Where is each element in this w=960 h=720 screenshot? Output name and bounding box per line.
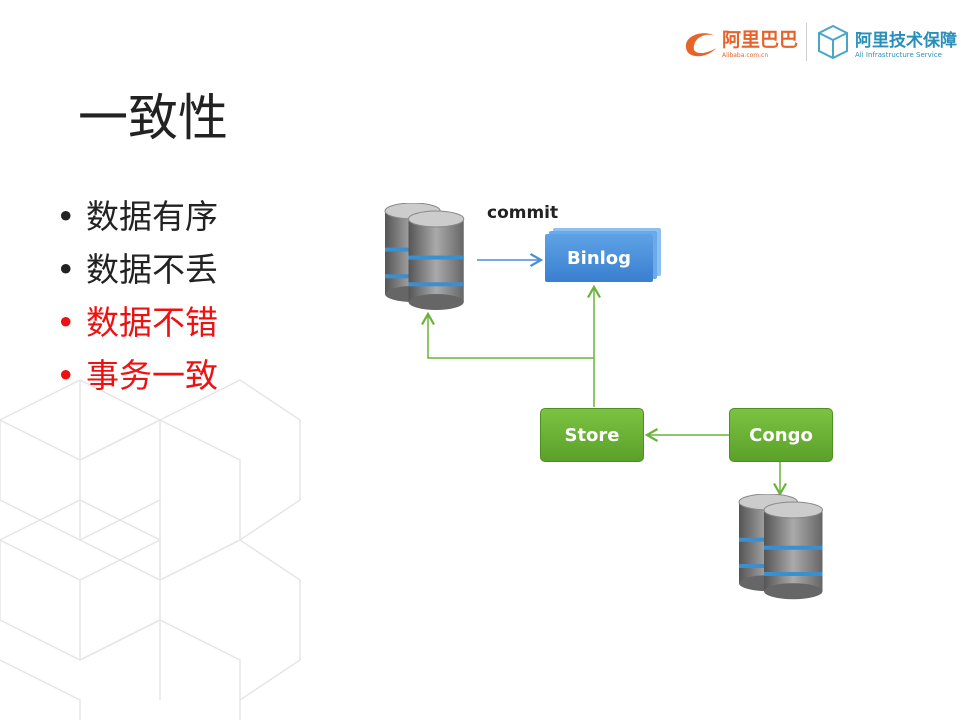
header-logos: 阿里巴巴 Alibaba.com.cn 阿里技术保障 Ali Infrastru… [680, 22, 957, 62]
source-database-icon [384, 203, 465, 310]
binlog-box: Binlog [545, 234, 653, 282]
infra-cn: 阿里技术保障 [855, 30, 958, 51]
bullet-item: • 数据不错 [56, 303, 218, 342]
alibaba-cn: 阿里巴巴 [722, 29, 799, 51]
alibaba-en: Alibaba.com.cn [722, 52, 769, 59]
commit-label: commit [487, 203, 559, 223]
bullet-item: • 事务一致 [56, 356, 218, 395]
bullet-item: • 数据有序 [56, 197, 218, 236]
infra-en: Ali Infrastructure Service [855, 50, 942, 59]
congo-box: Congo [729, 408, 833, 462]
target-database-icon [738, 494, 823, 600]
bullet-item: • 数据不丢 [56, 250, 218, 289]
store-to-db-arrow [421, 311, 594, 359]
alibaba-logo-icon [685, 33, 716, 57]
store-box: Store [540, 408, 644, 462]
infra-cube-logo-icon [818, 24, 849, 60]
page-title: 一致性 [78, 89, 228, 147]
